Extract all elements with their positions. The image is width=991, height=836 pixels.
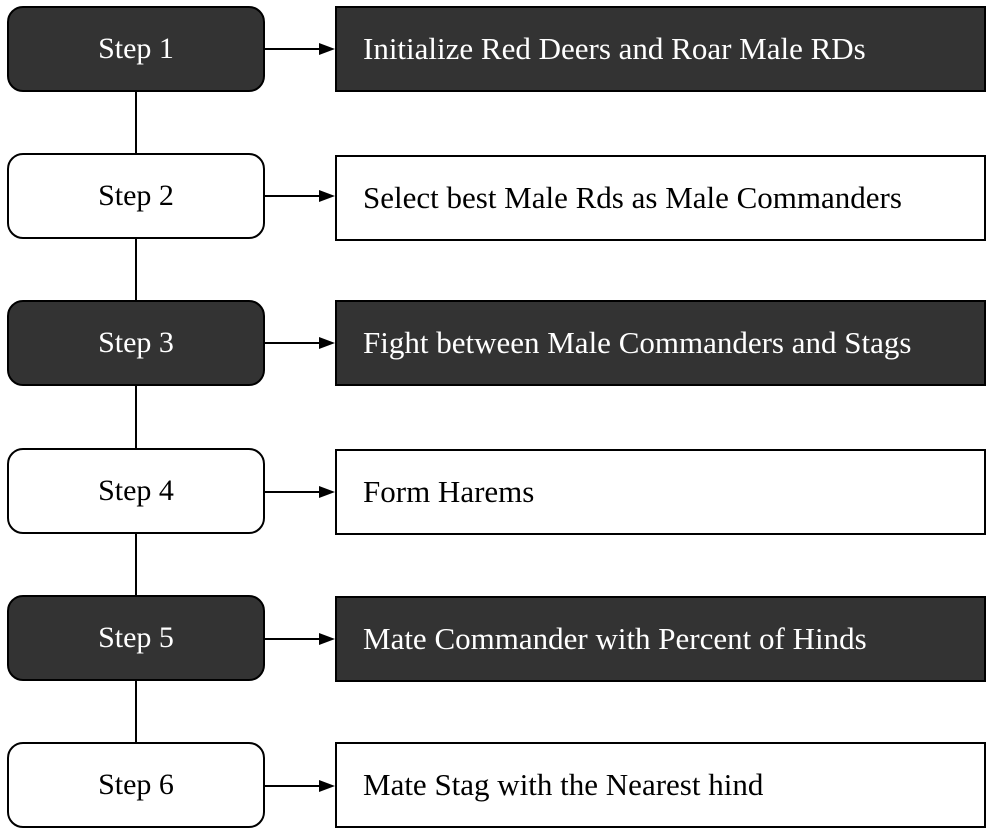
- connector-line-3-4: [135, 386, 137, 449]
- step-label: Step 6: [98, 768, 174, 801]
- step-description-text: Initialize Red Deers and Roar Male RDs: [363, 31, 866, 66]
- arrow-icon: [265, 189, 335, 203]
- step-label: Step 1: [98, 32, 174, 65]
- arrow-icon: [265, 779, 335, 793]
- connector-line-2-3: [135, 239, 137, 302]
- step-label: Step 2: [98, 179, 174, 212]
- arrow-icon: [265, 632, 335, 646]
- arrow-icon: [265, 485, 335, 499]
- step-description-5: Mate Commander with Percent of Hinds: [335, 596, 986, 682]
- step-box-4: Step 4: [7, 448, 265, 534]
- step-box-3: Step 3: [7, 300, 265, 386]
- step-description-3: Fight between Male Commanders and Stags: [335, 300, 986, 386]
- step-description-text: Mate Stag with the Nearest hind: [363, 767, 764, 802]
- arrow-icon: [265, 42, 335, 56]
- step-box-6: Step 6: [7, 742, 265, 828]
- step-description-1: Initialize Red Deers and Roar Male RDs: [335, 6, 986, 92]
- step-description-text: Form Harems: [363, 474, 535, 509]
- step-box-5: Step 5: [7, 595, 265, 681]
- step-description-6: Mate Stag with the Nearest hind: [335, 742, 986, 828]
- step-description-text: Select best Male Rds as Male Commanders: [363, 180, 902, 215]
- step-label: Step 5: [98, 621, 174, 654]
- step-box-1: Step 1: [7, 6, 265, 92]
- step-description-text: Fight between Male Commanders and Stags: [363, 325, 912, 360]
- step-label: Step 4: [98, 474, 174, 507]
- step-description-2: Select best Male Rds as Male Commanders: [335, 155, 986, 241]
- connector-line-5-6: [135, 681, 137, 744]
- connector-line-4-5: [135, 534, 137, 597]
- step-description-4: Form Harems: [335, 449, 986, 535]
- step-box-2: Step 2: [7, 153, 265, 239]
- step-description-text: Mate Commander with Percent of Hinds: [363, 621, 867, 656]
- arrow-icon: [265, 336, 335, 350]
- step-label: Step 3: [98, 326, 174, 359]
- connector-line-1-2: [135, 92, 137, 155]
